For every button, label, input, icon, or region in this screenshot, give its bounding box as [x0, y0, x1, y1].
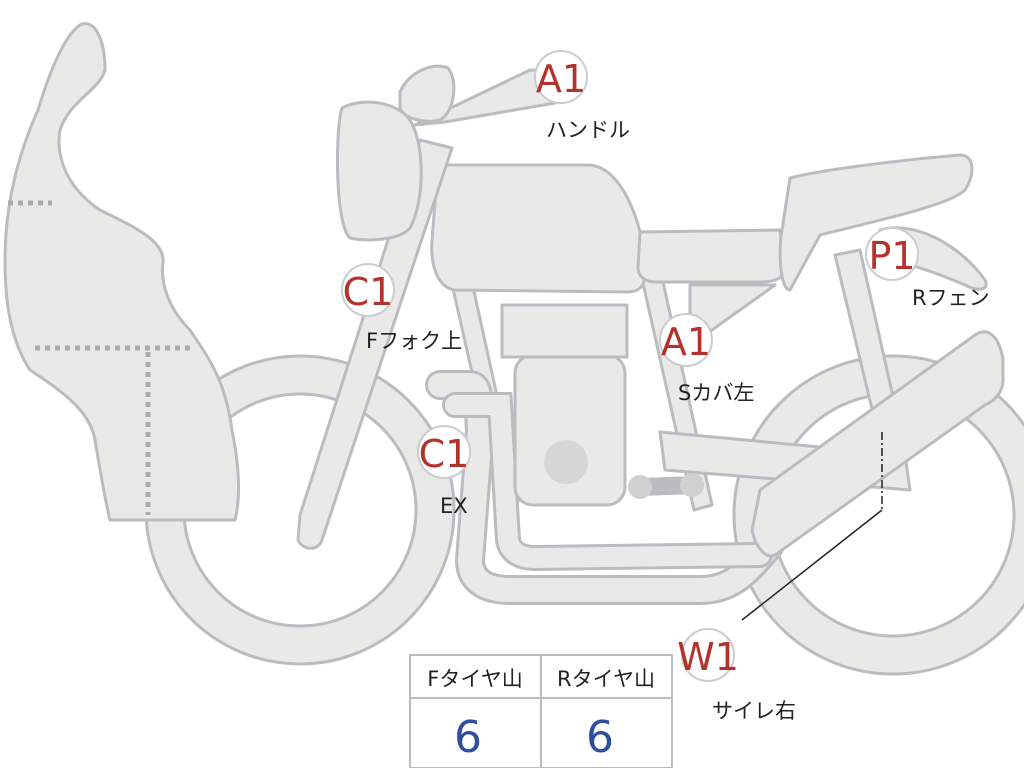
engine: [500, 303, 629, 507]
mirror: [398, 64, 456, 123]
marker-side-cover-left[interactable]: A1 Sカバ左: [659, 313, 754, 405]
marker-circle: [417, 425, 471, 479]
marker-circle: [341, 263, 395, 317]
marker-handlebar[interactable]: A1 ハンドル: [534, 50, 630, 142]
rear-tread-header: Rタイヤ山: [557, 667, 655, 691]
exhaust-pipes: [425, 370, 785, 605]
marker-label: EX: [440, 494, 468, 518]
seat: [636, 228, 787, 284]
front-fork: [296, 138, 454, 550]
marker-code: A1: [536, 57, 586, 101]
marker-code: P1: [868, 234, 915, 278]
marker-circle: [534, 50, 588, 104]
marker-label: ハンドル: [546, 118, 630, 142]
marker-circle: [659, 313, 713, 367]
rear-tread-value: 6: [586, 712, 614, 763]
marker-label: Sカバ左: [678, 381, 754, 405]
marker-label: サイレ右: [712, 699, 796, 723]
tail-cowl: [778, 153, 974, 292]
headlight: [335, 100, 423, 242]
marker-circle: [865, 227, 919, 281]
tread-table: Fタイヤ山 Rタイヤ山 6 6: [409, 654, 673, 768]
footrest: [628, 473, 704, 499]
marker-circle: [681, 628, 735, 682]
marker-front-fork-upper[interactable]: C1 Fフォク上: [341, 263, 462, 353]
marker-code: C1: [419, 432, 470, 476]
marker-code: C1: [343, 270, 394, 314]
front-fairing: [3, 22, 240, 522]
marker-label: Rフェン: [912, 286, 990, 310]
marker-code: W1: [677, 635, 739, 679]
marker-silencer-right[interactable]: W1 サイレ右: [677, 628, 796, 723]
marker-rear-fender[interactable]: P1 Rフェン: [865, 227, 990, 310]
front-tread-value: 6: [454, 712, 482, 763]
marker-label: Fフォク上: [366, 329, 462, 353]
fairing-cut-lines: [8, 200, 190, 515]
silencer-leader-line: [741, 432, 883, 621]
marker-exhaust[interactable]: C1 EX: [417, 425, 471, 518]
muffler: [750, 330, 1005, 558]
front-tread-header: Fタイヤ山: [427, 667, 522, 691]
fuel-tank: [430, 163, 648, 294]
marker-code: A1: [661, 320, 711, 364]
